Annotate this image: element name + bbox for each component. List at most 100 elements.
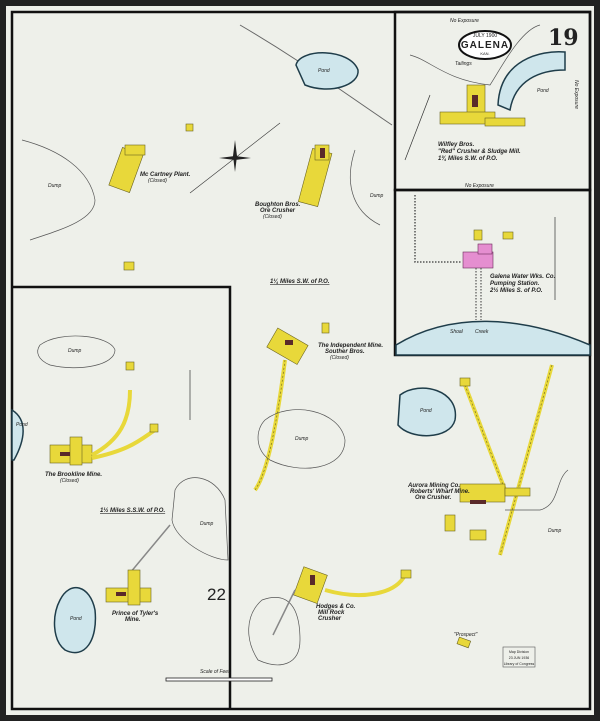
mccartney-plant bbox=[108, 144, 146, 193]
wilfley-label: 1¾ Miles S.W. of P.O. bbox=[438, 156, 498, 162]
dump-outline bbox=[21, 139, 96, 241]
sheet-number: 19 bbox=[548, 25, 579, 51]
library-stamp: Map Division 23 JUN 1936 Library of Cong… bbox=[502, 646, 536, 668]
outbuilding bbox=[123, 261, 135, 271]
dump-label: Dump bbox=[200, 521, 214, 527]
tramway-dashes bbox=[464, 364, 553, 556]
prince-of-tylers-mine bbox=[105, 569, 152, 606]
title-date: JULY 1900 bbox=[473, 33, 497, 39]
north-arrow-line bbox=[404, 94, 431, 161]
pond-label: Pond bbox=[537, 88, 549, 94]
stamp-text: Library of Congress bbox=[504, 662, 535, 666]
aurora-label: Roberts' Wharf Mine. bbox=[410, 489, 470, 495]
boughton-label: Boughton Bros. bbox=[255, 202, 301, 208]
title-cartouche: JULY 1900 GALENA KAN. bbox=[458, 30, 512, 60]
scale-bar bbox=[165, 677, 273, 682]
shoal-creek bbox=[395, 320, 591, 356]
dump-label: Dump bbox=[548, 528, 562, 534]
distance-label: 1½ Miles S.S.W. of P.O. bbox=[100, 507, 165, 514]
title-state: KAN. bbox=[480, 51, 489, 56]
independent-label: (Closed) bbox=[330, 355, 349, 361]
tramway-dashes bbox=[254, 359, 286, 491]
dump-outline bbox=[37, 335, 116, 369]
hodges-label: Hodges & Co. bbox=[316, 604, 356, 610]
waterworks-label: Pumping Station. bbox=[490, 281, 540, 287]
pond-top bbox=[295, 52, 359, 90]
outbuilding bbox=[469, 529, 487, 541]
outbuilding bbox=[444, 514, 456, 532]
dump-label: Dump bbox=[68, 348, 82, 354]
aurora-label: Aurora Mining Co. bbox=[407, 483, 460, 489]
pond-label: Pond bbox=[70, 616, 82, 622]
pond-label: Pond bbox=[420, 408, 432, 414]
no-exposure-label: No Exposure bbox=[573, 80, 579, 109]
outer-frame bbox=[10, 10, 592, 711]
brookline-mine bbox=[49, 436, 93, 466]
tramway bbox=[91, 389, 157, 460]
prince-label: Mine. bbox=[125, 617, 141, 623]
pond-left-lower bbox=[53, 586, 97, 654]
no-exposure-label: No Exposure bbox=[465, 183, 494, 189]
hodges-label: Mill Rock bbox=[318, 610, 345, 616]
creek-label: Shoal bbox=[450, 329, 464, 335]
prospect-shaft bbox=[456, 636, 472, 649]
title-town: GALENA bbox=[461, 40, 509, 51]
shaft-house bbox=[459, 377, 471, 387]
inset-number: 22 bbox=[207, 585, 226, 604]
wilfley-label: "Red" Crusher & Sludge Mill. bbox=[438, 149, 521, 155]
pond-label: Pond bbox=[16, 422, 28, 428]
independent-mine bbox=[266, 322, 330, 365]
tramway bbox=[272, 589, 296, 636]
boughton-label: (Closed) bbox=[263, 214, 282, 220]
hodges-label: Crusher bbox=[318, 616, 342, 622]
tailings-label: Tailings bbox=[455, 61, 472, 67]
stamp-text: 23 JUN 1936 bbox=[509, 656, 529, 660]
mccartney-label: (Closed) bbox=[148, 178, 167, 184]
boughton-label: Ore Crusher bbox=[260, 208, 296, 214]
aurora-plant bbox=[459, 483, 531, 504]
shaft-house bbox=[400, 569, 412, 579]
waterworks-label: 2½ Miles S. of P.O. bbox=[489, 287, 543, 294]
tramway bbox=[129, 524, 171, 574]
pond-right bbox=[397, 387, 456, 437]
independent-label: The Independent Mine. bbox=[318, 343, 383, 349]
dump-label: Dump bbox=[295, 436, 309, 442]
scale-label: Scale of Feet. bbox=[200, 669, 231, 675]
dump-outline bbox=[257, 409, 346, 469]
independent-label: Souther Bros. bbox=[325, 349, 365, 355]
dump-label: Dump bbox=[370, 193, 384, 199]
aurora-label: Ore Crusher. bbox=[415, 495, 452, 501]
dump-label: Dump bbox=[48, 183, 62, 189]
pond-label: Pond bbox=[318, 68, 330, 74]
prospect-label: "Prospect" bbox=[454, 632, 478, 638]
dump-outline bbox=[248, 597, 301, 666]
pond-wilfley bbox=[497, 51, 566, 112]
galena-waterworks bbox=[462, 229, 514, 269]
no-exposure-label: No Exposure bbox=[450, 18, 479, 24]
dump-outline bbox=[171, 477, 229, 561]
pipeline bbox=[414, 195, 462, 263]
wilfley-mill bbox=[439, 84, 526, 127]
prince-label: Prince of Tyler's bbox=[112, 611, 159, 617]
creek-label: Creek bbox=[475, 329, 489, 335]
dump-outline bbox=[409, 24, 541, 86]
tramway bbox=[324, 573, 407, 597]
outbuilding bbox=[185, 123, 194, 132]
pond-left bbox=[11, 408, 24, 461]
stamp-text: Map Division bbox=[509, 650, 529, 654]
shaft-house bbox=[149, 423, 159, 433]
hodges-crusher bbox=[293, 566, 328, 604]
shaft-house bbox=[125, 361, 135, 371]
waterworks-label: Galena Water Wks. Co. bbox=[490, 274, 556, 280]
wilfley-label: Wilfley Bros. bbox=[438, 142, 475, 148]
pipeline bbox=[475, 268, 482, 320]
inset-left-frame bbox=[12, 285, 232, 709]
boughton-crusher bbox=[297, 144, 333, 208]
dump-outline bbox=[505, 469, 569, 511]
brookline-label: The Brookline Mine. bbox=[45, 472, 102, 478]
compass-rose bbox=[189, 122, 281, 194]
dump-outline bbox=[349, 149, 381, 226]
mccartney-label: Mc Cartney Plant. bbox=[140, 172, 191, 178]
